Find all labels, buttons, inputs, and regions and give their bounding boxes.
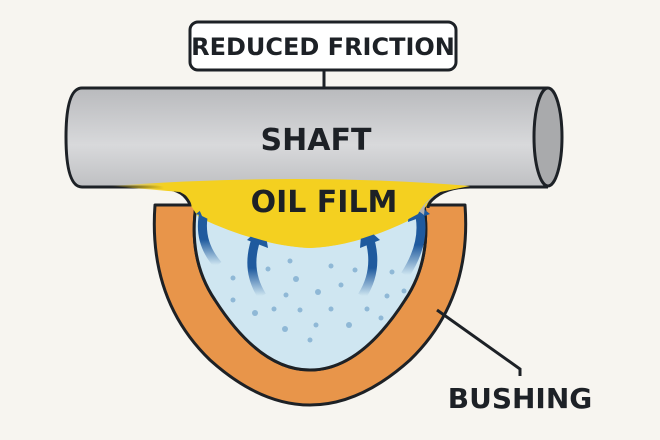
shaft-label: SHAFT (261, 123, 372, 158)
oil-film-label: OIL FILM (251, 185, 398, 220)
callout-label: REDUCED FRICTION (191, 33, 455, 61)
bushing-leader (436, 308, 522, 376)
callout-box (188, 20, 458, 72)
bushing-label: BUSHING (448, 382, 593, 415)
oil-particles (230, 258, 407, 343)
oil-film-top (110, 179, 470, 248)
shaft-end (532, 86, 564, 188)
shaft-outline-left (64, 86, 83, 189)
